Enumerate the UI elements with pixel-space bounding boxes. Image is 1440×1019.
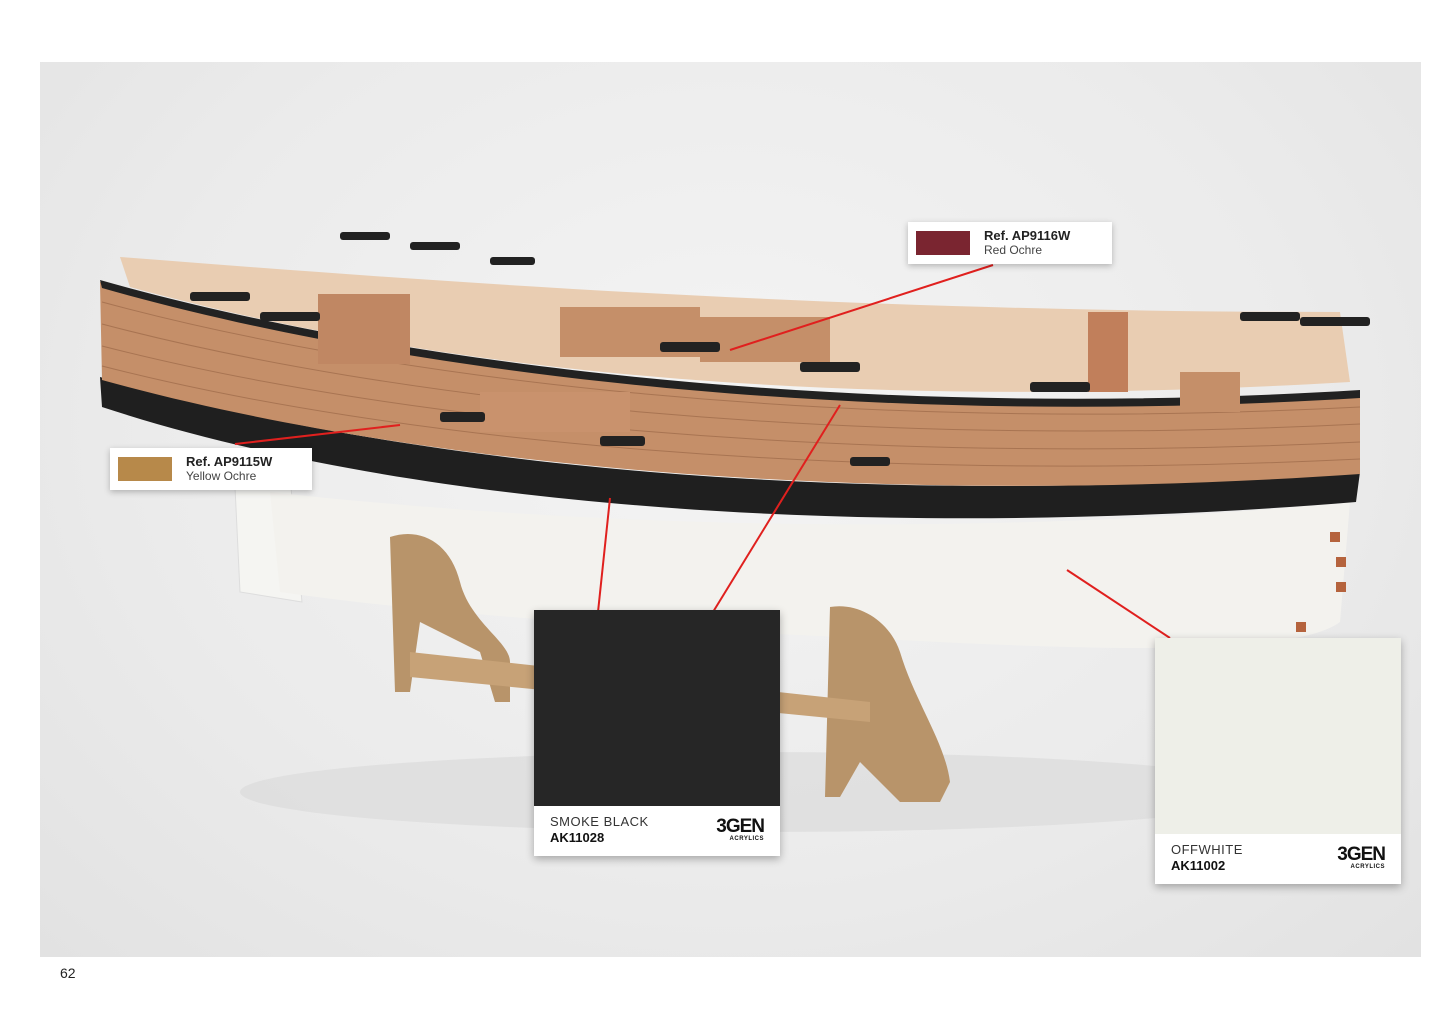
label-name: Red Ochre [984,243,1043,257]
page-number: 62 [60,965,76,981]
chip-color-code: AK11002 [1171,858,1226,873]
color-chip-offwhite: OFFWHITE AK11002 3GEN ACRYLICS [1155,638,1401,884]
yellow-ochre-swatch [118,457,172,481]
chip-color-name: OFFWHITE [1171,842,1243,857]
chip-swatch [1155,638,1401,834]
chip-swatch [534,610,780,806]
chip-color-name: SMOKE BLACK [550,814,649,829]
label-ref: Ref. AP9116W [984,228,1071,243]
red-ochre-swatch [916,231,970,255]
label-ref: Ref. AP9115W [186,454,273,469]
label-name: Yellow Ochre [186,469,257,483]
label-yellow-ochre: Ref. AP9115W Yellow Ochre [110,448,312,490]
color-chip-smoke-black: SMOKE BLACK AK11028 3GEN ACRYLICS [534,610,780,856]
chip-color-code: AK11028 [550,830,605,845]
brand-logo: 3GEN ACRYLICS [716,816,765,842]
brand-logo: 3GEN ACRYLICS [1337,844,1386,870]
label-red-ochre: Ref. AP9116W Red Ochre [908,222,1112,264]
